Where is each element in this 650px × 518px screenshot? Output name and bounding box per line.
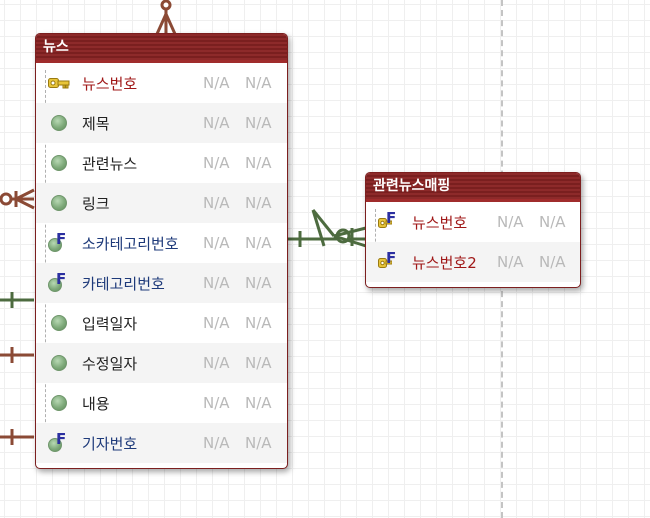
column-row[interactable]: F 소카테고리번호 N/A N/A — [36, 223, 287, 263]
column-name: 수정일자 — [82, 354, 138, 373]
column-type: N/A — [203, 74, 230, 92]
column-nullable: N/A — [245, 74, 272, 92]
foreign-key-icon: F — [48, 430, 70, 453]
column-type: N/A — [203, 394, 230, 412]
column-name: 링크 — [82, 194, 110, 213]
attribute-dot-icon — [51, 195, 67, 211]
column-name: 관련뉴스 — [82, 154, 138, 173]
column-name: 뉴스번호 — [412, 213, 468, 232]
column-nullable: N/A — [539, 253, 566, 271]
foreign-key-icon: F — [48, 230, 70, 253]
column-nullable: N/A — [245, 394, 272, 412]
column-row[interactable]: 관련뉴스 N/A N/A — [36, 143, 287, 183]
column-type: N/A — [203, 434, 230, 452]
column-list: F 뉴스번호 N/A N/A F 뉴스번호2 N/A N/A — [366, 202, 580, 282]
column-type: N/A — [203, 314, 230, 332]
column-row[interactable]: F 뉴스번호 N/A N/A — [366, 202, 580, 242]
attribute-dot-icon — [51, 155, 67, 171]
column-nullable: N/A — [539, 213, 566, 231]
relation-left-4[interactable] — [0, 429, 34, 445]
column-nullable: N/A — [245, 274, 272, 292]
column-name: 뉴스번호 — [82, 74, 138, 93]
column-nullable: N/A — [245, 234, 272, 252]
column-list: 뉴스번호 N/A N/A 제목 N/A N/A 관련뉴스 N/A N/A 링크 N/A N/A F 소카테… — [36, 63, 287, 463]
relation-left-3[interactable] — [0, 347, 34, 363]
column-row[interactable]: F 기자번호 N/A N/A — [36, 423, 287, 463]
column-nullable: N/A — [245, 194, 272, 212]
column-row[interactable]: F 카테고리번호 N/A N/A — [36, 263, 287, 303]
column-type: N/A — [203, 274, 230, 292]
column-row[interactable]: F 뉴스번호2 N/A N/A — [366, 242, 580, 282]
primary-key-icon — [48, 78, 70, 89]
attribute-dot-icon — [51, 315, 67, 331]
column-name: 입력일자 — [82, 314, 138, 333]
column-row[interactable]: 제목 N/A N/A — [36, 103, 287, 143]
column-name: 제목 — [82, 114, 110, 133]
column-type: N/A — [203, 234, 230, 252]
relation-left-1[interactable] — [0, 188, 35, 210]
column-nullable: N/A — [245, 114, 272, 132]
column-row[interactable]: 수정일자 N/A N/A — [36, 343, 287, 383]
column-name: 뉴스번호2 — [412, 253, 477, 272]
column-nullable: N/A — [245, 314, 272, 332]
foreign-key-icon: F — [48, 270, 70, 293]
column-type: N/A — [203, 114, 230, 132]
entity-title: 관련뉴스매핑 — [366, 173, 580, 202]
attribute-dot-icon — [51, 115, 67, 131]
column-name: 내용 — [82, 394, 110, 413]
column-type: N/A — [497, 253, 524, 271]
column-type: N/A — [497, 213, 524, 231]
column-name: 소카테고리번호 — [82, 234, 179, 253]
column-row[interactable]: 뉴스번호 N/A N/A — [36, 63, 287, 103]
relation-left-2[interactable] — [0, 292, 34, 308]
column-type: N/A — [203, 354, 230, 372]
primary-foreign-key-icon: F — [378, 249, 400, 272]
column-row[interactable]: 링크 N/A N/A — [36, 183, 287, 223]
column-nullable: N/A — [245, 354, 272, 372]
column-name: 카테고리번호 — [82, 274, 165, 293]
entity-title: 뉴스 — [36, 34, 287, 63]
attribute-dot-icon — [51, 395, 67, 411]
relation-news-to-mapping[interactable] — [288, 209, 367, 248]
attribute-dot-icon — [51, 355, 67, 371]
column-row[interactable]: 입력일자 N/A N/A — [36, 303, 287, 343]
column-type: N/A — [203, 194, 230, 212]
column-name: 기자번호 — [82, 434, 138, 453]
column-nullable: N/A — [245, 434, 272, 452]
entity-related-news-mapping[interactable]: 관련뉴스매핑 F 뉴스번호 N/A N/A F 뉴스번호2 N/A N/A — [365, 172, 581, 288]
relation-top[interactable] — [155, 0, 177, 35]
column-type: N/A — [203, 154, 230, 172]
primary-foreign-key-icon: F — [378, 209, 400, 232]
column-row[interactable]: 내용 N/A N/A — [36, 383, 287, 423]
column-nullable: N/A — [245, 154, 272, 172]
